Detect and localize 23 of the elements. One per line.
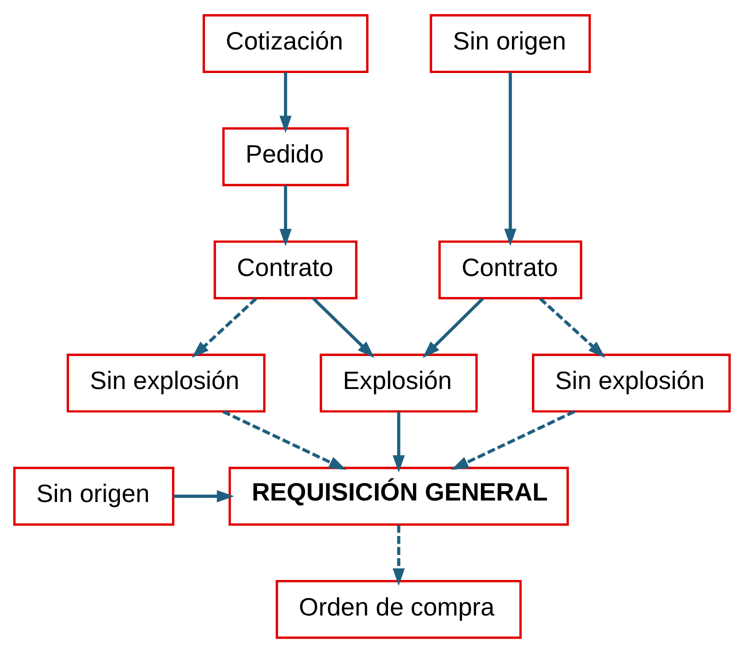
node-box: Pedido [222, 126, 349, 186]
arrow [451, 410, 576, 470]
arrow [222, 410, 346, 470]
node-box: Sin explosión [532, 353, 731, 412]
node-box: Sin explosión [66, 353, 266, 412]
arrow [539, 297, 606, 358]
node-box: Explosión [320, 353, 478, 412]
node-box: Contrato [214, 240, 358, 299]
node-box: REQUISICIÓN GENERAL [228, 466, 569, 526]
arrow [422, 297, 484, 358]
arrow [392, 524, 405, 586]
arrow [279, 185, 292, 246]
node-box: Sin origen [430, 14, 591, 73]
arrow [279, 72, 292, 133]
node-box: Cotización [202, 14, 368, 73]
arrow [192, 297, 258, 358]
node-box: Sin origen [13, 466, 174, 526]
arrow [504, 72, 516, 246]
node-box: Orden de compra [276, 579, 522, 638]
arrow [174, 490, 234, 502]
arrow [312, 297, 374, 358]
arrow [392, 411, 405, 472]
node-box: Contrato [438, 240, 582, 299]
